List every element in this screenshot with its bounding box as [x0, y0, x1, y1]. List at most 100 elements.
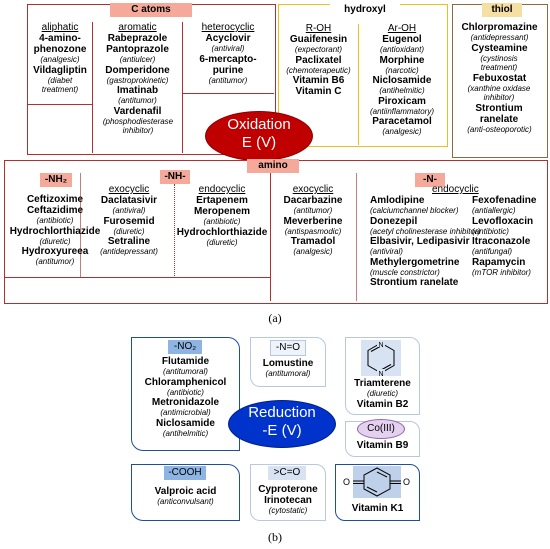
drug-note: (diuretic) — [206, 237, 238, 247]
drug-name: Paclixatel — [295, 54, 342, 66]
drug-name: Pantoprazole — [106, 44, 169, 55]
drug-note: (antihelmitic) — [379, 86, 425, 95]
drug-name: Lomustine — [262, 358, 314, 369]
nh-endocyclic-column: endocyclic Ertapenem Meropenem (antibiot… — [175, 184, 269, 247]
nh-label: -NH- — [160, 170, 190, 184]
drug-note: (antihelmitic) — [162, 428, 209, 438]
drug-note: (antimicrobial) — [160, 408, 211, 417]
divider — [358, 24, 359, 145]
drug-note: (xanthine oxidase inhibitor) — [467, 83, 531, 103]
drug-name: Ertapenem — [196, 195, 248, 206]
drug-name: Rabeprazole — [107, 33, 168, 44]
drug-name: Vitamin B9 — [356, 440, 409, 451]
oxidation-line2: E (V) — [241, 134, 277, 151]
divider — [174, 184, 175, 276]
drug-name: Irinotecan — [264, 495, 312, 506]
co-label: >C=O — [268, 466, 306, 480]
svg-text:N: N — [378, 342, 383, 349]
drug-note: (antispasmodic) — [284, 226, 342, 236]
quinone-structure-icon — [353, 466, 401, 498]
drug-note: (antibiotic) — [36, 216, 74, 225]
drug-note: (gastroprokinetic) — [106, 75, 169, 85]
drug-name: phenozone — [33, 44, 87, 55]
drug-name: Elbasivir, Ledipasivir — [370, 236, 470, 247]
co-box — [250, 464, 326, 521]
drug-name: Vildagliptin — [33, 64, 87, 76]
r-oh-column: R-OH Guaifenesin (expectorant) Paclixate… — [279, 23, 358, 97]
aromatic-label: aromatic — [118, 22, 157, 33]
drug-name: Hydrochlorthiazide — [9, 225, 101, 237]
drug-note: (antiulcer) — [119, 55, 156, 64]
co3-oval — [357, 419, 405, 439]
drug-note: (antidepressant) — [470, 33, 529, 42]
drug-name: Fexofenadine — [472, 195, 537, 206]
drug-note: (calciumchannel blocker) — [370, 206, 459, 215]
drug-name: Methylergometrine — [370, 256, 460, 268]
drug-note: (cytostatic) — [268, 506, 308, 515]
drug-name: Eugenol — [382, 34, 422, 45]
drug-name: Flutamide — [161, 356, 210, 367]
no-label: -N=O — [270, 340, 306, 356]
cooh-box — [131, 464, 240, 521]
drug-note: (narcotic) — [385, 65, 419, 75]
drug-name: Strontium ranelate — [475, 102, 523, 125]
drug-name: Valproic acid — [154, 486, 217, 497]
triamterene-column: Triamterene (diuretic) Vitamin B2 — [345, 378, 420, 410]
exocyclic-label: exocyclic — [292, 184, 334, 195]
r-oh-label: R-OH — [305, 23, 332, 34]
drug-note: (antitumoral) — [265, 369, 311, 378]
drug-name: Chlorpromazine — [461, 22, 538, 33]
n-endocyclic-right-column: Fexofenadine (antiallergic) Levofloxacin… — [472, 195, 546, 277]
drug-name: Guaifenesin — [289, 34, 348, 45]
divider — [4, 277, 270, 278]
drug-name: Metronidazole — [151, 397, 220, 408]
pyrazine-structure-icon: N N — [361, 340, 401, 377]
no2-box — [131, 337, 240, 451]
no-column: Lomustine (antitumoral) — [250, 358, 326, 379]
caption-b: (b) — [268, 530, 282, 544]
svg-text:N: N — [378, 371, 383, 377]
drug-name: Hydrochlorthiazide — [176, 226, 268, 238]
n-label: -N- — [415, 173, 445, 187]
co-column: Cyproterone Irinotecan (cytostatic) — [250, 484, 326, 516]
triamterene-box — [345, 337, 420, 415]
reduction-label: Reduction -E (V) — [228, 404, 336, 440]
drug-name: Hydroxyureea — [21, 246, 89, 257]
drug-name: Morphine — [379, 54, 425, 66]
drug-note: (antiinflammatory) — [369, 106, 434, 116]
drug-note: (antiallergic) — [472, 206, 516, 215]
drug-name: Levofloxacin — [472, 215, 534, 227]
reduction-ellipse — [228, 400, 336, 448]
nh2-label: -NH₂ — [40, 173, 72, 187]
drug-name: Vitamin K1 — [351, 503, 404, 514]
drug-note: (antitumor) — [118, 96, 157, 105]
drug-note: (cystinosis treatment) — [480, 53, 518, 73]
divider — [27, 104, 92, 105]
drug-note: (diabet treatment) — [41, 75, 79, 95]
drug-note: (antitumor) — [208, 75, 248, 85]
thiol-title: thiol — [482, 3, 522, 17]
cooh-label: -COOH — [164, 466, 206, 480]
drug-name: Vitamin B6 — [292, 75, 345, 86]
hydroxyl-title: hydroxyl — [330, 3, 400, 17]
divider — [182, 22, 183, 153]
drug-name: Cyproterone — [258, 484, 318, 495]
drug-name: purine — [212, 64, 244, 76]
drug-note: (expectorant) — [294, 45, 343, 54]
drug-note: (chemoterapeutic) — [286, 65, 351, 75]
heterocyclic-column: heterocyclic Acyclovir (antiviral) 6-mer… — [183, 22, 273, 85]
drug-name: Ceftazidime — [26, 205, 84, 216]
drug-note: (analgesic) — [382, 127, 422, 136]
drug-note: (anticonvulsant) — [157, 497, 214, 506]
drug-name: Cysteamine — [471, 42, 528, 54]
oxygen-atom-left: O — [343, 477, 351, 487]
co3-label: Co(III) — [367, 423, 395, 434]
drug-note: (antitumor) — [35, 257, 75, 266]
caption-a: (a) — [268, 311, 282, 325]
nh-exocyclic-column: exocyclic Daclatasivir (antiviral) Furos… — [84, 184, 174, 257]
drug-name: Ceftizoxime — [26, 194, 84, 205]
oxidation-ellipse — [205, 111, 313, 161]
drug-name: 4-amino- — [39, 33, 81, 44]
drug-note: (antioxidant) — [379, 45, 425, 54]
c-atoms-title: C atoms — [110, 3, 192, 17]
